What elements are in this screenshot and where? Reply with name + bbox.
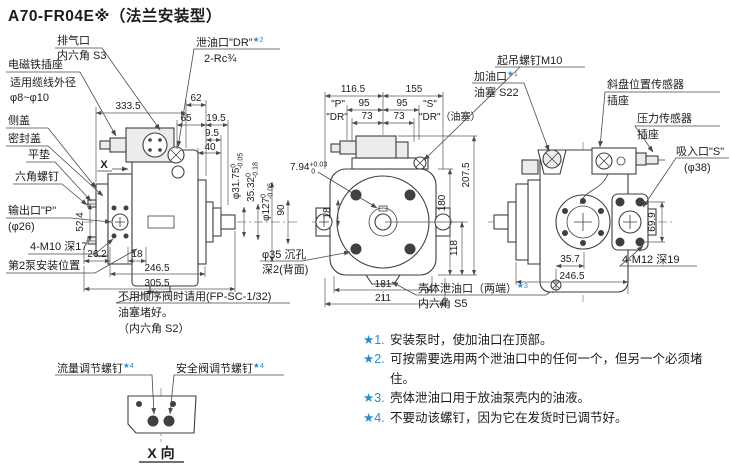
callout-case-drain-hex: 内六角 S5 [418,296,468,310]
dim-52-4: 52.4 [75,212,86,232]
callout-suction-port: 吸入口"S" [676,146,724,158]
callout-side-cover: 侧盖 [8,113,30,127]
callout-outlet-diameter: (φ26) [8,221,35,233]
dim-73-left: 73 [361,111,373,122]
front-view-drawing [312,126,468,300]
right-view-drawing [488,142,674,302]
footnote-4: ★4. 不要动该螺钉，因为它在发货时已调节好。 [363,409,715,428]
callout-case-drain: 壳体泄油口（两端）★3 [418,281,528,295]
footnote-1: ★1. 安装泵时，使加油口在顶部。 [363,331,715,350]
dim-181: 181 [375,279,392,290]
footnote-3-marker: ★3. [363,391,385,406]
footnote-3-text: 壳体泄油口用于放油泵壳内的油液。 [390,391,591,406]
dim-9-5: 9.5 [205,128,219,139]
label-dr-right-plug: "DR"（油塞） [419,110,481,123]
dim-211: 211 [375,293,391,304]
footnote-1-marker: ★1. [363,333,385,347]
dim-18: 18 [131,249,143,260]
dim-18-front: 18 [322,207,333,219]
callout-drain-thread: 2-Rc¾ [204,53,237,65]
callout-exhaust-hex: 内六角 S3 [57,48,107,62]
callout-lifting-screw: 起吊螺钉M10 [497,54,562,67]
dim-69-9: 69.9 [647,212,658,232]
callout-suction-diameter: (φ38) [684,162,711,174]
dim-246-5-right: 246.5 [559,271,584,282]
dim-95-right: 95 [396,98,408,109]
x-view-label: X 向 [147,445,174,461]
dim-73-right: 73 [393,111,405,122]
callout-sequence-valve-note2: 油塞堵好。 [118,305,173,319]
callout-fill-port: 加油口★1 [474,69,518,83]
callout-pressure-sensor: 压力传感器 [637,112,692,125]
callout-counterbore: φ35 沉孔 [262,248,306,261]
side-view-drawing [84,127,300,293]
footnote-3: ★3. 壳体泄油口用于放油泵壳内的油液。 [363,389,715,408]
x-direction-detail: 流量调节螺钉★4 安全阀调节螺钉★4 X 向 [55,361,284,463]
callout-m12-thread: 4-M12 深19 [622,253,679,266]
front-view-callouts: φ35 沉孔 深2(背面) 壳体泄油口（两端）★3 内六角 S5 [260,248,557,310]
callout-sequence-valve-hex: （内六角 S2） [118,321,190,335]
dim-26-2: 26.2 [87,249,107,260]
dim-180: 180 [437,194,448,211]
dim-207-5: 207.5 [461,162,472,187]
callout-counterbore-depth: 深2(背面) [262,262,308,276]
callout-pump2-position: 第2泵安装位置 [8,258,80,272]
dim-246-5: 246.5 [144,263,169,274]
dim-305-5: 305.5 [144,278,169,289]
callout-seal-cover: 密封盖 [8,131,41,145]
callout-fill-plug: 油塞 S22 [474,85,519,99]
callout-sequence-valve-note: 不用顺序阀时请用(FP-SC-1/32) [118,289,271,303]
dim-155: 155 [406,84,423,95]
callout-pressure-sensor-socket: 插座 [637,127,659,141]
callout-m10-thread: 4-M10 深17 [30,240,87,253]
label-dr-left: "DR" [326,112,348,123]
right-view-callouts: 起吊螺钉M10 加油口★1 油塞 S22 斜盘位置传感器 插座 压力传感器 插座… [424,54,729,267]
callout-cable-od-value: φ8~φ10 [10,92,49,104]
dim-95-left: 95 [358,98,370,109]
callout-solenoid-socket: 电磁铁插座 [8,57,63,71]
dim-shaft-length: 62 [190,93,202,104]
callout-drain-port: 泄油口"DR"★2 [196,35,264,49]
callout-swash-sensor-socket: 插座 [607,93,629,107]
dim-35-7: 35.7 [560,254,580,265]
dim-116-5: 116.5 [341,84,366,95]
dim-pilot-diameter: φ1270-0.05 [261,183,275,221]
callout-exhaust-port: 排气口 [57,33,90,47]
dim-90: 90 [276,204,287,216]
dim-shaft-diameter: φ31.750-0.05 [231,153,245,199]
footnote-2-text: 可按需要选用两个泄油口中的任何一个，但另一个必须堵住。 [390,352,703,386]
dim-overall-length: 333.5 [115,101,140,112]
footnote-4-marker: ★4. [363,410,385,425]
callout-hex-screw: 六角螺钉 [15,170,59,183]
x-direction-marker: X [100,159,108,171]
footnote-2: ★2. 可按需要选用两个泄油口中的任何一个，但另一个必须堵住。 [363,350,715,389]
label-port-s: "S" [423,99,437,110]
callout-flat-washer: 平垫 [28,147,50,161]
label-port-p: "P" [331,99,345,110]
side-view-callouts: 排气口 内六角 S3 电磁铁插座 适用缆线外径 φ8~φ10 侧盖 密封盖 平垫… [6,33,290,335]
footnotes: ★1. 安装泵时，使加油口在顶部。 ★2. 可按需要选用两个泄油口中的任何一个，… [363,331,715,428]
callout-flow-adjust-screw: 流量调节螺钉★4 [57,361,134,375]
callout-relief-adjust-screw: 安全阀调节螺钉★4 [176,361,264,375]
dim-65: 65 [180,113,192,124]
right-view-dimensions: 69.9 35.7 246.5 [515,201,665,294]
side-view-dimensions: 333.5 62 65 19.5 9.5 40 52.4 26.2 18 246… [75,93,291,292]
page-title: A70-FR04E※（法兰安装型） [8,8,222,25]
callout-swash-sensor: 斜盘位置传感器 [607,77,684,91]
dim-40: 40 [204,142,216,153]
footnote-4-text: 不要动该螺钉，因为它在发货时已调节好。 [390,410,628,425]
footnote-2-marker: ★2. [363,352,385,367]
dim-19-5: 19.5 [206,113,226,124]
dim-118: 118 [449,240,460,256]
callout-outlet-port: 输出口"P" [8,203,56,217]
dim-key-flat: 35.320-0.18 [246,162,260,202]
footnote-1-text: 安装泵时，使加油口在顶部。 [390,333,553,347]
callout-cable-od: 适用缆线外径 [10,75,76,89]
